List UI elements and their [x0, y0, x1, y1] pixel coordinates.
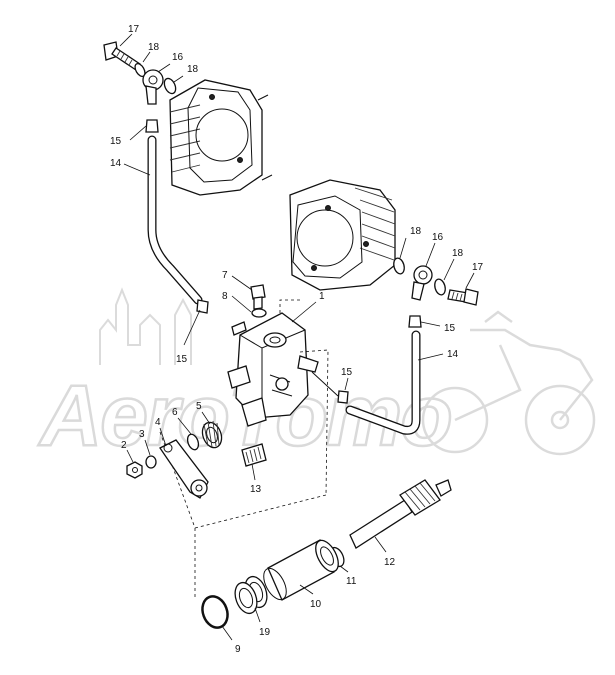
- leader-lines: [119, 33, 475, 641]
- watermark-castle: [99, 287, 192, 365]
- fitting-13: [241, 443, 267, 467]
- oil-hose-right: [345, 330, 421, 435]
- drive-gear-5: [201, 420, 223, 449]
- sleeve-10: [263, 539, 339, 601]
- hose-clamp-right-top: [408, 315, 422, 328]
- callout-3: 3: [139, 429, 145, 440]
- watermark-motorcycle: [421, 310, 596, 456]
- callout-5: 5: [196, 401, 202, 412]
- drive-shaft-12: [349, 479, 452, 549]
- hose-clamp-right-bottom: [337, 390, 349, 404]
- hose-clamp-left-bottom: [196, 299, 209, 314]
- assembly-boundary: [159, 299, 329, 600]
- crush-washer-left-2: [163, 77, 177, 95]
- callout-16-right: 16: [432, 232, 444, 243]
- washer-6: [186, 433, 200, 451]
- callout-15-left-bottom: 15: [176, 354, 188, 365]
- callout-17-right: 17: [472, 262, 484, 273]
- washer-3: [145, 455, 157, 469]
- nut-2: [126, 461, 143, 479]
- callout-15-right-bottom: 15: [341, 367, 353, 378]
- banjo-bolt-right: [447, 288, 479, 306]
- callout-18-left-a: 18: [148, 42, 160, 53]
- engine-cylinder-right: [289, 179, 396, 291]
- callout-1: 1: [319, 291, 325, 302]
- callout-19: 19: [259, 627, 271, 638]
- callout-9: 9: [235, 644, 241, 655]
- oil-pump-body: [227, 312, 319, 427]
- hose-clamp-left-top: [145, 119, 159, 133]
- callout-4: 4: [155, 417, 161, 428]
- o-ring-9: [201, 595, 229, 629]
- banjo-bolt-left: [103, 41, 141, 71]
- callout-15-left-top: 15: [110, 136, 122, 147]
- callout-14-left: 14: [110, 158, 122, 169]
- engine-cylinder-left: [169, 79, 273, 196]
- crush-washer-right-1: [393, 257, 405, 275]
- callout-12: 12: [384, 557, 396, 568]
- callout-13: 13: [250, 484, 262, 495]
- callout-7: 7: [222, 270, 228, 281]
- callout-labels: 17 18 16 18 15 14 7 8 1 15 18 16 18 17 1…: [110, 24, 484, 655]
- banjo-bolt-7: [250, 284, 266, 310]
- callout-17-left: 17: [128, 24, 140, 35]
- callout-16-left: 16: [172, 52, 184, 63]
- oil-hose-left: [147, 135, 203, 305]
- callout-18-right-a: 18: [410, 226, 422, 237]
- callout-18-left-b: 18: [187, 64, 199, 75]
- callout-11: 11: [346, 576, 357, 587]
- control-lever-4: [159, 439, 209, 499]
- banjo-fitting-right: [411, 265, 433, 301]
- crush-washer-right-2: [434, 278, 446, 296]
- oil-seals-19: [234, 575, 268, 615]
- washer-8: [251, 308, 267, 318]
- callout-2: 2: [121, 440, 127, 451]
- callout-15-right-top: 15: [444, 323, 456, 334]
- callout-14-right: 14: [447, 349, 459, 360]
- callout-6: 6: [172, 407, 178, 418]
- callout-8: 8: [222, 291, 228, 302]
- banjo-fitting-left: [142, 69, 164, 105]
- watermark-logo: AeroTomo: [37, 287, 596, 465]
- callout-10: 10: [310, 599, 322, 610]
- callout-18-right-b: 18: [452, 248, 464, 259]
